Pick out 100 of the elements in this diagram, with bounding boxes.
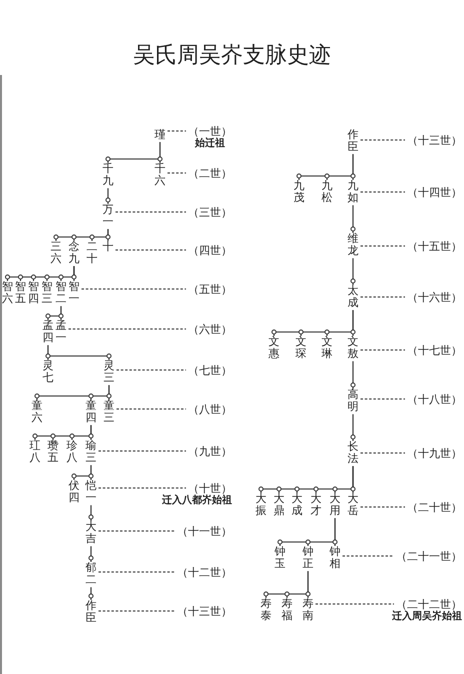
person-name: 钟正: [302, 546, 314, 570]
annotation-text: 迁入八都岕始祖: [162, 495, 232, 507]
leader-line: [68, 328, 186, 330]
generation-label: （四世）: [188, 244, 232, 256]
lineage-line: [350, 154, 356, 180]
person-name: 大鼎: [274, 493, 284, 518]
person-name: 童三: [104, 400, 114, 424]
person-name: 大振: [256, 493, 266, 518]
lineage-line: [88, 546, 94, 562]
person-name: 郁二: [86, 562, 96, 586]
lineage-line: [88, 425, 94, 440]
person-name: 钟相: [330, 546, 340, 570]
person-name: 作臣: [348, 129, 358, 154]
lineage-line: [106, 188, 110, 204]
leader-line: [360, 349, 405, 351]
leader-line: [360, 139, 405, 141]
person-name: 大岳: [348, 493, 358, 518]
generation-label: （十三世）: [177, 604, 232, 618]
lineage-line: [88, 587, 94, 600]
generation-label: （十四世）: [407, 186, 462, 198]
leader-line: [360, 452, 405, 454]
person-name: 三六: [50, 241, 62, 266]
person-name: 珍八: [66, 440, 78, 464]
leader-line: [360, 506, 405, 508]
person-name: 念九: [68, 241, 80, 266]
generation-label: （十七世）: [407, 344, 462, 356]
person-name: 千九: [102, 163, 114, 188]
person-name: 太成: [348, 285, 358, 310]
generation-label: （一世）: [188, 124, 232, 138]
leader-line: [342, 555, 394, 557]
person-name: 瓒五: [48, 440, 58, 464]
person-name: 文琛: [296, 336, 306, 360]
person-name: 灵七: [42, 360, 54, 384]
generation-label: （二十一世）: [396, 550, 462, 562]
leader-line: [98, 487, 186, 489]
person-name: 高明: [348, 389, 358, 414]
person-name: 大用: [330, 493, 340, 518]
person-name: 寿福: [282, 598, 292, 622]
person-name: 长法: [348, 441, 358, 466]
leader-line: [82, 288, 186, 290]
lineage-line: [106, 229, 110, 241]
person-name: 十: [102, 241, 114, 254]
title: 吴氏周吴岕支脉史迹: [133, 42, 331, 70]
leader-line: [316, 603, 394, 605]
person-name: 寿泰: [260, 598, 272, 622]
annotation-text: 迁入周吴岕始祖: [392, 611, 462, 623]
generation-label: （十三世）: [407, 134, 462, 146]
generation-label: （七世）: [188, 364, 232, 376]
leader-line: [116, 211, 186, 213]
generation-label: （六世）: [188, 322, 232, 336]
person-name: 大吉: [86, 521, 96, 546]
lineage-line: [46, 345, 50, 360]
person-name: 智六: [2, 281, 13, 306]
person-name: 瑜三: [86, 440, 96, 464]
person-name: 寿南: [302, 598, 314, 622]
generation-label: （十二世）: [177, 566, 232, 578]
leader-line: [98, 610, 175, 612]
generation-label: （十九世）: [407, 446, 462, 460]
lineage-line: [88, 465, 94, 480]
generation-label: （九世）: [188, 444, 232, 458]
person-name: 智五: [15, 281, 26, 306]
leader-line: [360, 245, 405, 247]
person-name: 智一: [68, 281, 80, 306]
lineage-line: [350, 258, 356, 285]
person-name: 伏四: [68, 480, 80, 504]
person-name: 智三: [42, 281, 52, 306]
generation-label: （十五世）: [407, 240, 462, 252]
person-name: 玒八: [30, 440, 40, 464]
leader-line: [98, 571, 175, 573]
person-name: 千六: [154, 163, 166, 188]
lineage-line: [88, 505, 94, 521]
generation-label: （五世）: [188, 282, 232, 296]
person-name: 孟一: [56, 320, 66, 344]
person-name: 九松: [322, 180, 332, 204]
generation-label: （八世）: [188, 402, 232, 416]
person-name: 万一: [102, 204, 114, 228]
person-name: 文琳: [322, 336, 332, 360]
generation-label: （十八世）: [407, 392, 462, 406]
leader-line: [360, 398, 405, 400]
lineage-line: [72, 266, 76, 281]
generation-label: （二世）: [188, 166, 232, 180]
lineage-line: [350, 310, 356, 336]
leader-line: [360, 191, 405, 193]
person-name: 钟玉: [274, 546, 286, 570]
leader-line: [360, 296, 405, 298]
lineage-line: [350, 466, 356, 493]
person-name: 童四: [86, 400, 96, 424]
person-name: 九如: [348, 180, 358, 204]
lineage-line: [350, 205, 356, 233]
person-name: 恺一: [86, 480, 96, 504]
lineage-line: [350, 414, 356, 441]
lineage-line: [350, 361, 356, 389]
person-name: 维龙: [348, 233, 358, 258]
generation-label: （十六世）: [407, 290, 462, 304]
lineage-line: [306, 571, 310, 598]
person-name: 智四: [28, 281, 39, 306]
person-name: 灵三: [104, 360, 114, 384]
leader-line: [168, 130, 186, 132]
person-name: 二十: [86, 241, 98, 266]
person-name: 文敖: [348, 336, 358, 360]
